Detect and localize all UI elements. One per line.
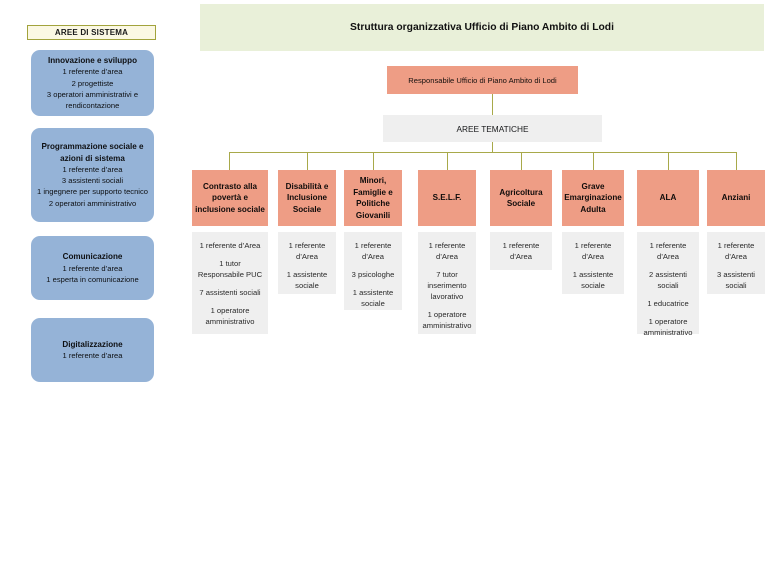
sidebar-item-line: 1 esperta in comunicazione (46, 274, 139, 284)
area-column-grave-emarginazione-adulta: Grave Emarginazione Adulta 1 referente d… (562, 170, 624, 294)
staff-line: 1 operatore amministrativo (205, 306, 255, 326)
sidebar-item-line: 2 progettiste (71, 78, 114, 88)
area-column-anziani: Anziani 1 referente d’Area 3 assistenti … (707, 170, 765, 294)
sidebar-item-title: Programmazione sociale e azioni di siste… (41, 142, 144, 163)
area-header[interactable]: Anziani (707, 170, 765, 226)
sidebar-item-comunicazione[interactable]: Comunicazione 1 referente d’area 1 esper… (31, 236, 154, 300)
area-header[interactable]: S.E.L.F. (418, 170, 476, 226)
page-title: Struttura organizzativa Ufficio di Piano… (200, 4, 764, 51)
area-column-contrasto-alla-poverta: Contrasto alla povertà e inclusione soci… (192, 170, 268, 334)
connector-drop-6 (668, 152, 669, 170)
staff-line: 1 referente d’Area (574, 241, 612, 261)
connector-drop-2 (373, 152, 374, 170)
sidebar-item-title: Comunicazione (62, 252, 123, 262)
staff-line: 2 assistenti sociali (649, 270, 687, 290)
sidebar-item-digitalizzazione[interactable]: Digitalizzazione 1 referente d’area (31, 318, 154, 382)
sidebar-item-line: 3 operatori amministrativi e rendicontaz… (46, 89, 139, 110)
area-staff-list: 1 referente d’Area 3 assistenti sociali (707, 232, 765, 294)
staff-line: 1 referente d’Area (288, 241, 326, 261)
staff-line: 1 assistente sociale (286, 270, 328, 290)
staff-line: 1 operatore amministrativo (643, 317, 693, 337)
staff-line: 1 operatore amministrativo (422, 310, 472, 330)
connector-bus (229, 152, 736, 153)
sidebar-item-line: 1 referente d’area (62, 263, 123, 273)
staff-line: 3 assistenti sociali (717, 270, 755, 290)
connector-drop-7 (736, 152, 737, 170)
connector-drop-5 (593, 152, 594, 170)
sidebar-item-line: 1 ingegnere per supporto tecnico (36, 187, 149, 197)
area-staff-list: 1 referente d’Area 1 assistente sociale (562, 232, 624, 294)
staff-line: 1 referente d’Area (717, 241, 755, 261)
sidebar-item-line: 1 referente d’area (62, 67, 123, 77)
area-header[interactable]: Minori, Famiglie e Politiche Giovanili (344, 170, 402, 226)
staff-line: 1 referente d’Area (502, 241, 540, 261)
staff-line: 1 referente d’Area (428, 241, 466, 261)
staff-line: 1 educatrice (647, 299, 689, 308)
connector-drop-0 (229, 152, 230, 170)
connector-drop-4 (521, 152, 522, 170)
sidebar-item-title: Digitalizzazione (62, 339, 123, 349)
area-column-minori-famiglie-politiche-giovanili: Minori, Famiglie e Politiche Giovanili 1… (344, 170, 402, 310)
staff-line: 1 assistente sociale (352, 288, 394, 308)
area-column-self: S.E.L.F. 1 referente d’Area 7 tutor inse… (418, 170, 476, 334)
sidebar-item-programmazione-sociale[interactable]: Programmazione sociale e azioni di siste… (31, 128, 154, 222)
staff-line: 1 assistente sociale (572, 270, 614, 290)
area-header[interactable]: Contrasto alla povertà e inclusione soci… (192, 170, 268, 226)
connector-drop-1 (307, 152, 308, 170)
area-column-ala: ALA 1 referente d’Area 2 assistenti soci… (637, 170, 699, 337)
sidebar-item-line: 2 operatori amministrativo (48, 198, 137, 208)
sidebar-item-line: 1 referente d’area (62, 351, 123, 361)
staff-line: 1 referente d’Area (354, 241, 392, 261)
sidebar-item-line: 1 referente d’area (62, 165, 123, 174)
staff-line: 1 tutor Responsabile PUC (197, 259, 263, 279)
sidebar-item-title: Innovazione e sviluppo (47, 55, 138, 65)
staff-line: 3 psicologhe (351, 270, 395, 279)
staff-line: 7 tutor inserimento lavorativo (427, 270, 467, 301)
staff-line: 1 referente d’Area (649, 241, 687, 261)
area-column-disabilita-inclusione-sociale: Disabilità e Inclusione Sociale 1 refere… (278, 170, 336, 294)
aree-tematiche-node[interactable]: AREE TEMATICHE (383, 115, 602, 142)
connector-responsabile-to-aree (492, 94, 493, 115)
area-staff-list: 1 referente d’Area 2 assistenti sociali … (637, 232, 699, 337)
area-staff-list: 1 referente d’Area 7 tutor inserimento l… (418, 232, 476, 334)
area-staff-list: 1 referente d’Area 1 assistente sociale (278, 232, 336, 294)
area-header[interactable]: Disabilità e Inclusione Sociale (278, 170, 336, 226)
responsabile-node[interactable]: Responsabile Ufficio di Piano Ambito di … (387, 66, 578, 94)
sidebar-item-innovazione-e-sviluppo[interactable]: Innovazione e sviluppo 1 referente d’are… (31, 50, 154, 116)
area-staff-list: 1 referente d’Area (490, 232, 552, 270)
area-header[interactable]: Grave Emarginazione Adulta (562, 170, 624, 226)
area-header[interactable]: ALA (637, 170, 699, 226)
sidebar-header-label: AREE DI SISTEMA (27, 25, 156, 40)
sidebar-item-line: 3 assistenti sociali (61, 176, 124, 186)
connector-drop-3 (447, 152, 448, 170)
area-header[interactable]: Agricoltura Sociale (490, 170, 552, 226)
area-staff-list: 1 referente d’Area 3 psicologhe 1 assist… (344, 232, 402, 310)
connector-aree-to-bus (492, 142, 493, 153)
staff-line: 7 assistenti sociali (199, 288, 261, 297)
staff-line: 1 referente d’Area (199, 241, 261, 250)
area-column-agricoltura-sociale: Agricoltura Sociale 1 referente d’Area (490, 170, 552, 270)
area-staff-list: 1 referente d’Area 1 tutor Responsabile … (192, 232, 268, 334)
